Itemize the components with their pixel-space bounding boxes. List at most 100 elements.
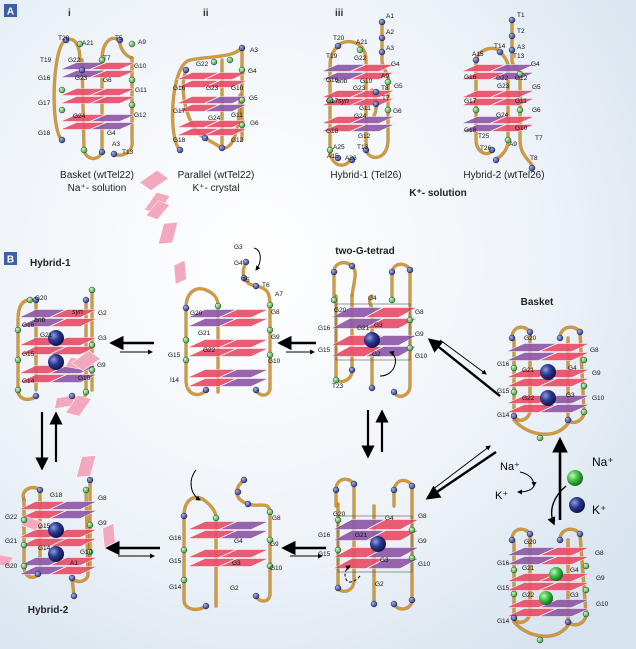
residue-label: T8 [530, 155, 538, 162]
panel-b: B Hybrid-1 two-G-tetrad Basket Hybrid-2 [4, 246, 554, 616]
residue-label: G16 [173, 85, 186, 92]
guanine-tile [204, 104, 248, 112]
residue-label: A1 [70, 560, 78, 567]
residue-label: G9 [98, 520, 107, 527]
blue-node [334, 154, 342, 162]
residue-label: G10 [270, 565, 283, 572]
guanine-tile [367, 547, 419, 558]
curved-arrow [344, 565, 361, 583]
residue-label: G4 [107, 130, 116, 137]
k-label-right: K⁺ [592, 503, 606, 517]
guanine-tile [18, 318, 67, 327]
blue-node [510, 614, 518, 622]
guanine-tile [331, 318, 383, 329]
blue-node [408, 596, 416, 604]
residue-label: T13 [513, 53, 525, 60]
guanine-tile [539, 547, 590, 556]
residue-label: T7 [382, 95, 390, 102]
backbone-loop [171, 47, 243, 151]
guanine-tile [333, 530, 385, 541]
residue-label: A9 [138, 39, 146, 46]
residue-label: G2 [230, 585, 239, 592]
green-node [266, 351, 274, 359]
residue-label: T19 [326, 53, 338, 60]
residue-label: G16 [22, 322, 35, 329]
guanine-tile [506, 556, 557, 565]
residue-label: G16 [38, 75, 51, 82]
residue-label: G9 [592, 370, 601, 377]
blue-node [176, 146, 184, 154]
caption-hybrid2: Hybrid-2 (wtTel26) [463, 170, 544, 181]
blue-node [526, 530, 534, 538]
residue-label: G22 [354, 55, 367, 62]
guanine-tile [187, 318, 237, 327]
unfolded-guanine [158, 222, 179, 245]
k-out-arrow [517, 485, 535, 495]
guanine-tile [506, 573, 557, 582]
blue-node [86, 476, 94, 484]
green-node [266, 326, 274, 334]
green-node [88, 286, 96, 294]
residue-label: T7 [535, 135, 543, 142]
residue-label: I14 [170, 377, 179, 384]
blue-node [82, 296, 90, 304]
guanine-tile [60, 88, 106, 96]
green-node [86, 548, 94, 556]
green-node [58, 106, 66, 114]
green-node [180, 576, 188, 584]
residue-label: G16 [169, 535, 182, 542]
residue-label: G3 [380, 557, 389, 564]
residue-label: T25 [478, 133, 490, 140]
green-node [384, 106, 392, 114]
tetrad-cube-outline [335, 303, 411, 361]
panel-a-sub-i: i [68, 8, 71, 19]
guanine-tile [176, 120, 220, 128]
residue-label: T23 [332, 383, 344, 390]
blue-node [334, 584, 342, 592]
blue-node [240, 476, 248, 484]
green-node [582, 562, 590, 570]
green-node [334, 546, 342, 554]
guanine-tile [219, 549, 269, 558]
residue-label: T1 [517, 12, 525, 19]
potassium-ion-sphere [569, 497, 585, 513]
green-node [20, 562, 28, 570]
residue-label: anti [336, 78, 348, 85]
residue-label: G5 [532, 84, 541, 91]
guanine-tile [187, 549, 237, 558]
blue-node [78, 66, 86, 74]
residue-label: G21 [522, 565, 535, 572]
blue-node [378, 48, 386, 56]
blue-node [362, 146, 370, 154]
blue-node [508, 16, 516, 24]
green-node [182, 356, 190, 364]
blue-node [564, 618, 572, 626]
green-node [504, 136, 512, 144]
residue-label: syn [72, 309, 83, 316]
guanine-tile [219, 378, 269, 387]
guanine-tile [204, 128, 248, 136]
guanine-tile [60, 70, 106, 78]
blue-node [68, 574, 76, 582]
green-node [212, 514, 220, 522]
panel-a-badge [4, 4, 17, 17]
guanine-tile [49, 346, 98, 355]
guanine-tile [187, 309, 237, 318]
green-node [516, 106, 524, 114]
residue-label: G16 [497, 560, 510, 567]
residue-label: G6 [103, 77, 112, 84]
green-node [14, 326, 22, 334]
residue-label: A15 [472, 51, 484, 58]
residue-label: G16 [318, 532, 331, 539]
residue-label: G17 [38, 100, 51, 107]
forward-arrow [425, 451, 497, 500]
residue-label: G18 [173, 137, 186, 144]
guanine-tile [18, 374, 67, 383]
guanine-tile [49, 510, 98, 519]
blue-node [242, 258, 250, 266]
guanine-tile [333, 519, 385, 530]
title-two-g-tetrad: two-G-tetrad [335, 246, 394, 257]
blue-node [406, 266, 414, 274]
guanine-tile [49, 318, 98, 327]
residue-label: G18 [326, 128, 339, 135]
